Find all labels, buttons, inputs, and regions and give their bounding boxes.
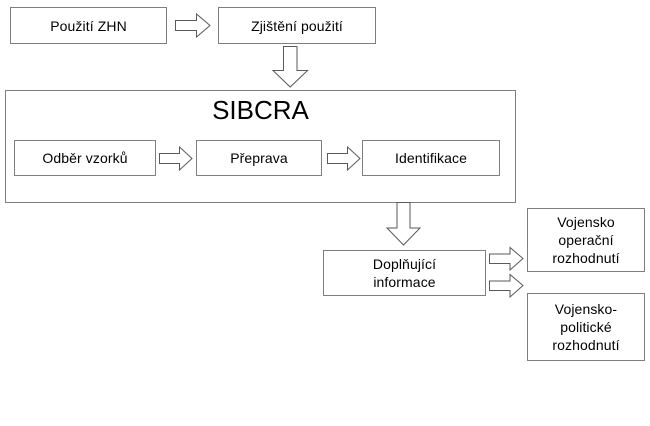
arrow-right-icon-doplnujici-to-politicke: [489, 273, 524, 299]
arrow-right-icon-zhn-to-zjisteni: [175, 12, 211, 39]
node-preprava[interactable]: Přeprava: [196, 140, 322, 176]
arrow-right-icon-preprava-to-identifikace: [327, 145, 361, 172]
group-title-sibcra: SIBCRA: [212, 95, 309, 125]
node-label-line3: rozhodnutí: [552, 250, 620, 266]
node-label-line2: informace: [373, 274, 436, 290]
node-zjisteni-pouziti[interactable]: Zjištění použití: [218, 7, 376, 44]
node-label: Zjištění použití: [251, 17, 343, 34]
arrow-down-icon-zjisteni-to-sibcra: [271, 46, 309, 88]
node-label-line3: rozhodnutí: [552, 337, 620, 353]
node-label-line1: Vojensko: [557, 214, 615, 230]
node-vojensko-operacni-rozhodnuti[interactable]: Vojensko operační rozhodnutí: [527, 208, 645, 272]
node-label: Použití ZHN: [50, 17, 127, 34]
arrow-down-icon-sibcra-to-doplnujici: [385, 202, 422, 246]
node-label-line2: operační: [558, 232, 614, 248]
node-identifikace[interactable]: Identifikace: [362, 140, 500, 176]
node-odber-vzorku[interactable]: Odběr vzorků: [14, 140, 156, 176]
arrow-right-icon-odber-to-preprava: [159, 145, 193, 172]
node-vojensko-politicke-rozhodnuti[interactable]: Vojensko- politické rozhodnutí: [527, 293, 645, 361]
node-label-line1: Vojensko-: [554, 301, 618, 317]
node-label: Identifikace: [394, 150, 468, 166]
arrow-right-icon-doplnujici-to-operacni: [489, 246, 524, 272]
node-label: Odběr vzorků: [42, 150, 128, 166]
node-pouziti-zhn[interactable]: Použití ZHN: [10, 7, 167, 44]
node-label: Přeprava: [230, 150, 288, 166]
node-doplnujici-informace[interactable]: Doplňující informace: [323, 250, 486, 296]
node-label-line1: Doplňující: [372, 256, 437, 272]
node-label-line2: politické: [560, 319, 612, 335]
